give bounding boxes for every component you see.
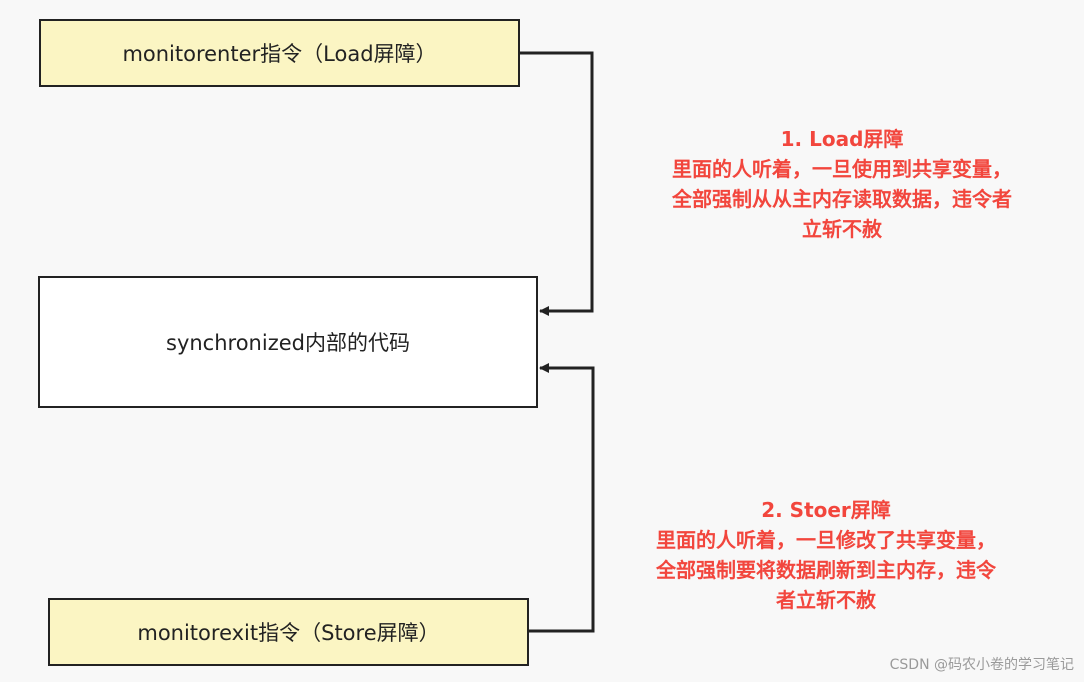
store-note-title: 2. Stoer屏障 — [761, 498, 891, 522]
monitorexit-node: monitorexit指令（Store屏障） — [48, 598, 529, 666]
store-note-line: 全部强制要将数据刷新到主内存，违令 — [656, 558, 996, 582]
monitorexit-label: monitorexit指令（Store屏障） — [137, 621, 440, 645]
store-barrier-note: 2. Stoer屏障 里面的人听着，一旦修改了共享变量， 全部强制要将数据刷新到… — [616, 495, 1036, 615]
load-barrier-arrow — [520, 51, 594, 316]
load-note-line: 里面的人听着，一旦使用到共享变量， — [672, 157, 1012, 181]
csdn-watermark: CSDN @码农小卷的学习笔记 — [889, 657, 1074, 673]
synchronized-label: synchronized内部的代码 — [166, 331, 410, 355]
load-barrier-note: 1. Load屏障 里面的人听着，一旦使用到共享变量， 全部强制从从主内存读取数… — [636, 124, 1048, 244]
synchronized-code-node: synchronized内部的代码 — [38, 276, 538, 408]
load-note-title: 1. Load屏障 — [780, 127, 904, 151]
load-note-line: 立斩不赦 — [802, 217, 882, 241]
monitorenter-label: monitorenter指令（Load屏障） — [122, 42, 437, 66]
store-note-line: 者立斩不赦 — [776, 588, 876, 612]
load-note-line: 全部强制从从主内存读取数据，违令者 — [672, 187, 1012, 211]
monitorenter-node: monitorenter指令（Load屏障） — [39, 19, 520, 87]
store-note-line: 里面的人听着，一旦修改了共享变量， — [656, 528, 996, 552]
store-barrier-arrow — [529, 363, 595, 633]
